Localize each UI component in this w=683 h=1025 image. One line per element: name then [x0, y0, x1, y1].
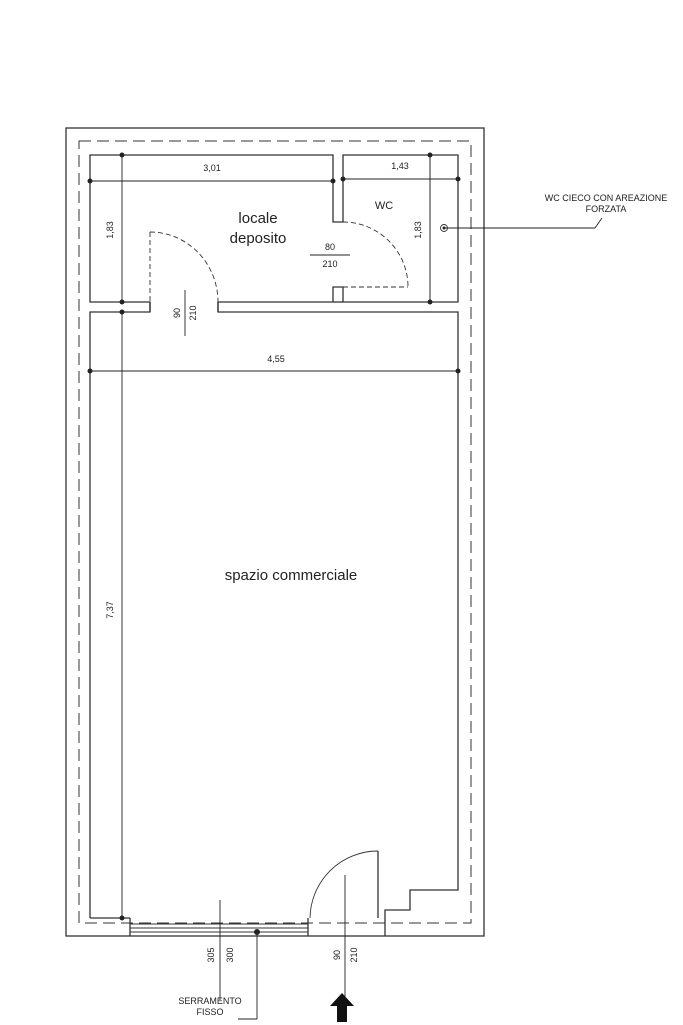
wc-door-height: 210 — [322, 259, 337, 269]
dim-tick — [455, 368, 461, 374]
dim-storage-height: 1,83 — [105, 221, 115, 239]
dim-storage-width: 3,01 — [203, 163, 221, 173]
window-note-line1: SERRAMENTO — [178, 996, 241, 1006]
dim-tick — [119, 299, 125, 305]
wc-note-line2: FORZATA — [586, 204, 627, 214]
dim-tick — [119, 309, 125, 315]
entrance-height: 210 — [349, 947, 359, 962]
dim-tick — [340, 176, 346, 182]
dim-tick — [119, 915, 125, 921]
wc-note-leader-tick — [594, 217, 603, 229]
entrance-arrow-icon — [330, 993, 354, 1022]
wc-note-line1: WC CIECO CON AREAZIONE — [545, 193, 668, 203]
entrance-width: 90 — [332, 950, 342, 960]
storage-door-arc — [149, 231, 219, 303]
room-label-storage-1: locale — [238, 210, 277, 227]
storage-door-height: 210 — [188, 305, 198, 320]
storage-door-width: 90 — [172, 308, 182, 318]
room-label-wc: WC — [375, 200, 393, 212]
wc-vent-symbol — [440, 224, 448, 232]
dim-wc-height: 1,83 — [413, 221, 423, 239]
room-label-storage-2: deposito — [230, 230, 287, 247]
dim-tick — [427, 299, 433, 305]
dim-tick — [455, 176, 461, 182]
dim-tick — [119, 152, 125, 158]
interior-wall-left-room — [89, 154, 459, 918]
insulation-line — [78, 140, 472, 924]
window-width-b: 300 — [225, 947, 235, 962]
room-label-commercial: spazio commerciale — [225, 567, 358, 584]
dim-tick — [330, 178, 336, 184]
dim-commercial-height: 7,37 — [105, 601, 115, 619]
dim-total-width: 4,55 — [267, 354, 285, 364]
outer-wall — [65, 127, 485, 937]
window-note-line2: FISSO — [196, 1007, 223, 1017]
dim-tick — [87, 368, 93, 374]
wc-door-arc — [342, 221, 409, 288]
dim-tick — [427, 152, 433, 158]
wc-door-width: 80 — [325, 242, 335, 252]
wc-vent-dot — [442, 226, 446, 230]
dim-tick — [87, 178, 93, 184]
window-width-a: 305 — [206, 947, 216, 962]
dim-wc-width: 1,43 — [391, 161, 409, 171]
entrance-door-arc — [309, 850, 379, 919]
